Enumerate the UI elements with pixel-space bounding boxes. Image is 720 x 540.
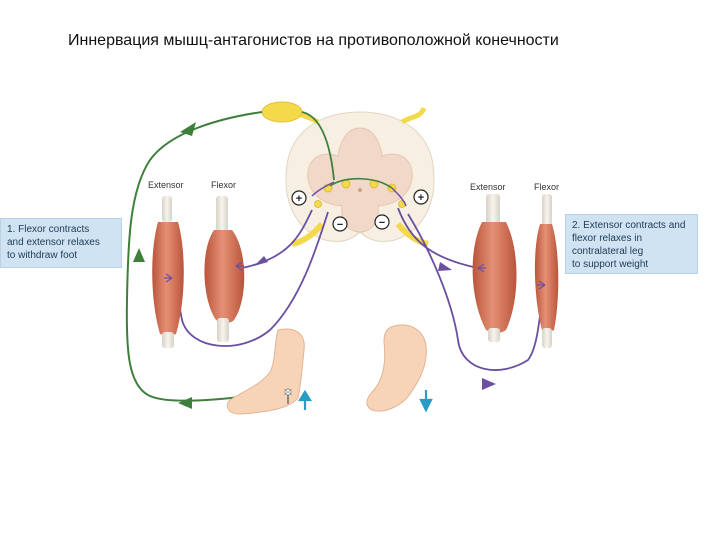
sign-markers: + − − + [291, 189, 429, 232]
plus-sign-left [291, 190, 307, 206]
callout-right-line: to support weight [572, 259, 649, 270]
left-extensor-label: Extensor [148, 180, 184, 190]
left-flexor-label: Flexor [211, 180, 237, 190]
left-motor-arrow [254, 256, 268, 266]
right-foot [366, 324, 427, 412]
plus-sign-right-text: + [418, 192, 424, 204]
callout-left-line: to withdraw foot [7, 250, 78, 261]
minus-sign-right-text: − [379, 217, 385, 229]
left-extensor-nerve-ending [164, 273, 173, 283]
tack-pin-icon [283, 388, 293, 404]
right-flexor-muscle [534, 194, 559, 348]
right-flexor-label: Flexor [534, 182, 560, 192]
left-foot [226, 328, 305, 415]
minus-sign-left-text: − [337, 219, 343, 231]
callout-extensor-support: 2. Extensor contracts and flexor relaxes… [565, 214, 698, 274]
spinal-cord-grey-matter [307, 127, 413, 233]
sensory-pathway [125, 111, 291, 402]
plus-sign-right [413, 189, 429, 205]
left-flexor-nerve-ending [235, 261, 244, 271]
sensory-into-cord [301, 111, 335, 181]
right-motor-arrow-top [438, 262, 452, 271]
right-excitatory-synapse [391, 187, 407, 207]
callout-left-line: 1. Flexor contracts [7, 224, 90, 235]
left-ventral-root [291, 222, 325, 247]
sensory-arrow-top [180, 122, 196, 136]
minus-sign-right [374, 214, 390, 230]
right-motor-arrow-bottom [482, 378, 496, 390]
right-motor-to-flexor [407, 213, 546, 371]
callout-right-line: 2. Extensor contracts and [572, 220, 686, 231]
right-flexor-nerve-ending [537, 280, 546, 290]
plus-sign-left-text: + [296, 193, 302, 205]
callout-left-line: and extensor relaxes [7, 237, 100, 248]
slide-title: Иннервация мышц-антагонистов на противоп… [68, 32, 559, 49]
right-dorsal-root [400, 106, 427, 125]
callout-flexor-withdraw: 1. Flexor contracts and extensor relaxes… [0, 218, 122, 268]
dorsal-root-ganglion [261, 101, 303, 123]
right-extensor-nerve-ending [477, 263, 486, 273]
left-extensor-muscle [152, 196, 184, 348]
spinal-cord [261, 101, 435, 247]
left-excitatory-synapse [311, 181, 335, 197]
sensory-arrow-bottom [178, 397, 192, 409]
minus-sign-left [332, 216, 348, 232]
callout-right-line: flexor relaxes in [572, 233, 643, 244]
right-extensor-label: Extensor [470, 182, 506, 192]
arrow-down-icon [419, 390, 433, 413]
right-ventral-root [395, 222, 429, 247]
right-motor-to-extensor [397, 207, 479, 269]
left-flexor-muscle [204, 196, 245, 342]
crossing-interneuron [329, 177, 393, 189]
right-extensor-muscle [472, 194, 517, 342]
central-canal [358, 188, 362, 192]
sensory-arrow-side [133, 248, 145, 262]
callout-right-line: contralateral leg [572, 246, 644, 257]
left-motor-to-extensor [171, 211, 329, 347]
arrow-up-icon [298, 389, 312, 410]
